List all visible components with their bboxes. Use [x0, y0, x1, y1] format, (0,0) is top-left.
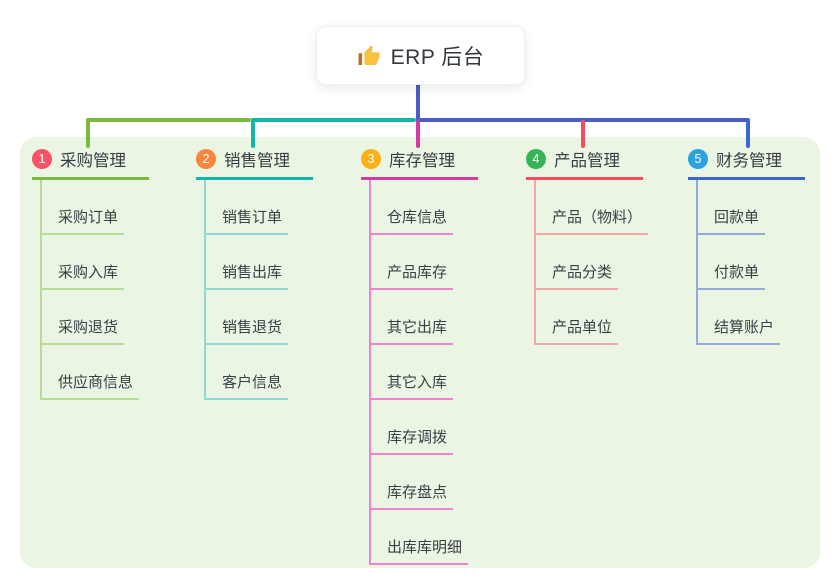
branch-children: 仓库信息产品库存其它出库其它入库库存调拨库存盘点出库库明细: [369, 180, 478, 565]
child-node[interactable]: 供应商信息: [40, 371, 140, 400]
thumbs-up-icon: [358, 45, 380, 65]
child-node[interactable]: 客户信息: [204, 371, 289, 400]
child-row: 回款单: [696, 180, 805, 235]
branch-finance: 5 财务管理 回款单付款单结算账户: [688, 147, 805, 345]
child-node[interactable]: 销售出库: [204, 261, 289, 290]
connector-root-drop: [416, 83, 420, 120]
branch-inventory: 3 库存管理 仓库信息产品库存其它出库其它入库库存调拨库存盘点出库库明细: [361, 147, 478, 565]
child-node[interactable]: 库存盘点: [369, 481, 454, 510]
branch-label: 采购管理: [60, 152, 126, 170]
connector-drop-finance: [746, 120, 750, 148]
root-node[interactable]: ERP 后台: [316, 26, 525, 85]
child-node[interactable]: 仓库信息: [369, 206, 454, 235]
child-row: 付款单: [696, 235, 805, 290]
branches-panel: [20, 137, 820, 568]
child-node[interactable]: 销售订单: [204, 206, 289, 235]
branch-head-product[interactable]: 4 产品管理: [526, 147, 643, 180]
branch-children: 产品（物料） 产品分类产品单位: [534, 180, 649, 345]
child-row: 产品（物料）: [534, 180, 649, 235]
child-row: 销售退货: [204, 290, 313, 345]
branch-label: 产品管理: [554, 152, 620, 170]
root-label: ERP 后台: [390, 45, 485, 69]
child-row: 供应商信息: [40, 345, 149, 400]
branch-head-sales[interactable]: 2 销售管理: [196, 147, 313, 180]
child-row: 采购入库: [40, 235, 149, 290]
child-node[interactable]: 产品分类: [534, 261, 619, 290]
child-row: 库存调拨: [369, 400, 478, 455]
branch-head-purchase[interactable]: 1 采购管理: [32, 147, 149, 180]
branch-sales: 2 销售管理 销售订单销售出库销售退货客户信息: [196, 147, 313, 400]
child-node[interactable]: 产品库存: [369, 261, 454, 290]
branch-trunk-line: [534, 180, 536, 345]
child-node[interactable]: 产品（物料）: [534, 206, 649, 235]
branch-head-inventory[interactable]: 3 库存管理: [361, 147, 478, 180]
child-row: 产品库存: [369, 235, 478, 290]
child-row: 结算账户: [696, 290, 805, 345]
branch-index-badge: 4: [526, 149, 546, 169]
child-row: 销售订单: [204, 180, 313, 235]
child-node[interactable]: 其它出库: [369, 316, 454, 345]
child-node[interactable]: 库存调拨: [369, 426, 454, 455]
child-node[interactable]: 付款单: [696, 261, 766, 290]
branch-index-badge: 1: [32, 149, 52, 169]
branch-label: 销售管理: [224, 152, 290, 170]
child-row: 采购订单: [40, 180, 149, 235]
connector-drop-inventory: [416, 120, 420, 148]
branch-label: 库存管理: [389, 152, 455, 170]
child-row: 其它出库: [369, 290, 478, 345]
child-row: 库存盘点: [369, 455, 478, 510]
child-node[interactable]: 结算账户: [696, 316, 781, 345]
child-node[interactable]: 采购订单: [40, 206, 125, 235]
connector-bus-segment-1: [86, 118, 251, 122]
child-row: 出库库明细: [369, 510, 478, 565]
branch-trunk-line: [204, 180, 206, 400]
child-node[interactable]: 采购入库: [40, 261, 125, 290]
child-node[interactable]: 产品单位: [534, 316, 619, 345]
child-node[interactable]: 采购退货: [40, 316, 125, 345]
connector-bus-segment-2: [251, 118, 416, 122]
connector-drop-purchase: [86, 120, 90, 148]
connector-drop-sales: [251, 120, 255, 148]
child-row: 仓库信息: [369, 180, 478, 235]
branch-children: 销售订单销售出库销售退货客户信息: [204, 180, 313, 400]
branch-trunk-line: [696, 180, 698, 345]
branch-children: 回款单付款单结算账户: [696, 180, 805, 345]
connector-drop-product: [581, 120, 585, 148]
child-node[interactable]: 销售退货: [204, 316, 289, 345]
child-row: 其它入库: [369, 345, 478, 400]
branch-trunk-line: [369, 180, 371, 565]
branch-label: 财务管理: [716, 152, 782, 170]
branch-product: 4 产品管理 产品（物料） 产品分类产品单位: [526, 147, 649, 345]
child-node[interactable]: 回款单: [696, 206, 766, 235]
child-row: 采购退货: [40, 290, 149, 345]
child-row: 产品分类: [534, 235, 648, 290]
branch-trunk-line: [40, 180, 42, 400]
branch-head-finance[interactable]: 5 财务管理: [688, 147, 805, 180]
branch-index-badge: 3: [361, 149, 381, 169]
child-row: 产品单位: [534, 290, 648, 345]
child-row: 客户信息: [204, 345, 313, 400]
child-row: 销售出库: [204, 235, 313, 290]
branch-purchase: 1 采购管理 采购订单采购入库采购退货供应商信息: [32, 147, 149, 400]
branch-children: 采购订单采购入库采购退货供应商信息: [40, 180, 149, 400]
branch-index-badge: 5: [688, 149, 708, 169]
child-node[interactable]: 出库库明细: [369, 536, 469, 565]
child-node[interactable]: 其它入库: [369, 371, 454, 400]
branch-index-badge: 2: [196, 149, 216, 169]
